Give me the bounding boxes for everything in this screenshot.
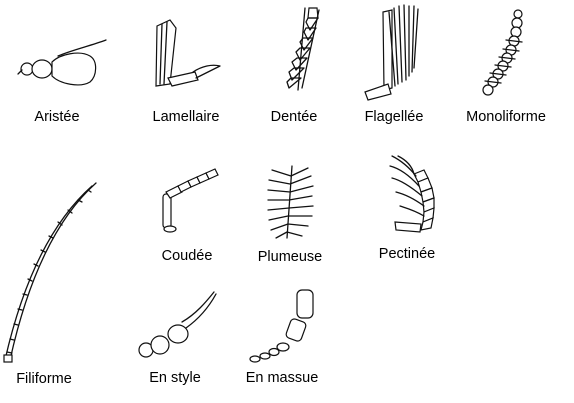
filiforme-antenna-drawing bbox=[3, 182, 97, 363]
plumeuse-antenna-drawing bbox=[267, 165, 314, 239]
monoliforme-antenna-drawing bbox=[482, 9, 523, 96]
dentee-antenna-drawing bbox=[286, 7, 320, 91]
coudee-label: Coudée bbox=[162, 248, 213, 264]
dentee-label: Dentée bbox=[271, 109, 318, 125]
en-style-label: En style bbox=[149, 370, 201, 386]
coudee-antenna-drawing bbox=[162, 168, 219, 233]
flagellee-antenna-drawing bbox=[364, 4, 419, 101]
filiforme-label: Filiforme bbox=[16, 371, 72, 387]
lamellaire-label: Lamellaire bbox=[153, 109, 220, 125]
en-style-antenna-drawing bbox=[138, 291, 217, 358]
plumeuse-label: Plumeuse bbox=[258, 249, 322, 265]
en-massue-label: En massue bbox=[246, 370, 319, 386]
pectinee-label: Pectinée bbox=[379, 246, 435, 262]
aristee-antenna-drawing bbox=[17, 39, 107, 86]
monoliforme-label: Monoliforme bbox=[466, 109, 546, 125]
en-massue-antenna-drawing bbox=[249, 289, 314, 363]
pectinee-antenna-drawing bbox=[389, 155, 435, 233]
flagellee-label: Flagellée bbox=[365, 109, 424, 125]
lamellaire-antenna-drawing bbox=[155, 19, 221, 87]
aristee-label: Aristée bbox=[34, 109, 79, 125]
